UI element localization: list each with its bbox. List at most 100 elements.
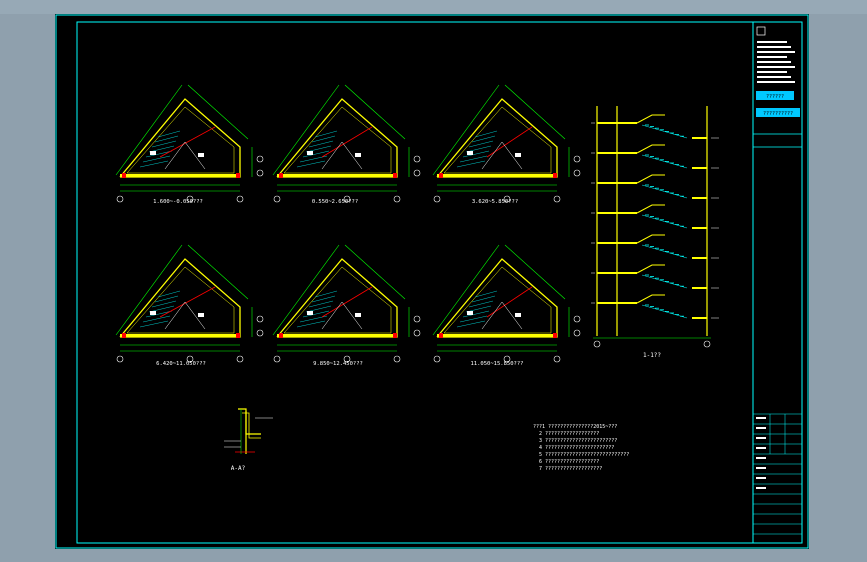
plan-wall xyxy=(119,98,241,178)
axis-bubble xyxy=(186,355,194,363)
axis-bubble xyxy=(343,195,351,203)
axis-bubble xyxy=(116,195,124,203)
company-logo xyxy=(756,26,766,36)
plan-stair-tread xyxy=(459,155,488,163)
plan-column xyxy=(553,333,557,338)
viewport-top-strip xyxy=(0,0,867,14)
plan-room-tag xyxy=(355,153,361,157)
note-item: 3 ???????????????????????? xyxy=(539,438,617,444)
plan-room-tag xyxy=(467,311,473,315)
plan-stair-tread xyxy=(142,315,171,323)
axis-bubble xyxy=(573,329,581,337)
plan-stair-tread xyxy=(308,300,334,308)
plan-stair-tread xyxy=(314,290,338,298)
plan-stair-tread xyxy=(296,160,326,168)
axis-bubble xyxy=(503,355,511,363)
plan-stair-tread xyxy=(456,320,486,328)
plan-column xyxy=(236,333,240,338)
axis-bubble xyxy=(413,315,421,323)
title-block-text-line xyxy=(757,61,791,63)
plan-section-line xyxy=(159,126,216,158)
note-item: 2 ?????????????????? xyxy=(539,431,599,437)
plan-handrail xyxy=(164,301,186,330)
section-flight xyxy=(636,204,665,214)
plan-stair-tread xyxy=(311,295,336,303)
plan-wall-inner xyxy=(126,266,235,334)
section-flight xyxy=(636,174,665,184)
plan-stair-tread xyxy=(154,135,179,143)
plan-stair-tread xyxy=(296,320,326,328)
plan-stair-tread xyxy=(145,310,173,318)
plan-slab xyxy=(120,174,240,177)
plan-slab xyxy=(437,334,557,337)
plan-dimension-diagonal xyxy=(504,244,566,300)
plan-stair-tread xyxy=(308,140,334,148)
title-block-cell-text xyxy=(756,447,766,449)
plan-wall xyxy=(276,258,398,338)
plan-handrail xyxy=(341,301,363,330)
title-block-cell-text xyxy=(756,487,766,489)
plan-dimension-diagonal xyxy=(115,84,183,176)
title-block-text-line xyxy=(757,51,795,53)
axis-bubble xyxy=(593,340,601,348)
plan-handrail xyxy=(341,141,363,170)
outer-frame xyxy=(55,14,809,549)
plan-wall xyxy=(436,258,558,338)
plan-stair-tread xyxy=(314,130,338,138)
drawing-sheet: ?????? ?????????? 1.600~-0.050??? 0.550~… xyxy=(55,14,809,549)
plan-slab xyxy=(277,174,397,177)
section-stringer xyxy=(641,244,688,259)
plan-room-tag xyxy=(150,311,156,315)
plan-column xyxy=(393,333,397,338)
note-item: 6 ?????????????????? xyxy=(539,459,599,465)
title-block-cell-text xyxy=(756,477,766,479)
plan-stair-tread xyxy=(154,295,179,303)
title-block-text-line xyxy=(757,56,787,58)
axis-bubble xyxy=(273,355,281,363)
plan-handrail xyxy=(501,141,523,170)
plan-room-tag xyxy=(150,151,156,155)
plan-stair-tread xyxy=(474,130,498,138)
title-block-text-line xyxy=(757,41,787,43)
axis-bubble xyxy=(573,315,581,323)
title-block-text-line xyxy=(757,46,791,48)
axis-bubble xyxy=(236,355,244,363)
plan-room-tag xyxy=(467,151,473,155)
plan-slab xyxy=(277,334,397,337)
plan-wall xyxy=(436,98,558,178)
plan-stair-tread xyxy=(157,130,181,138)
project-name-label: ?????? xyxy=(766,94,784,100)
title-block-cell-text xyxy=(756,437,766,439)
stair-section-1-1 xyxy=(591,106,719,348)
plan-stair-tread xyxy=(311,135,336,143)
stair-plan-5 xyxy=(272,244,421,363)
stair-plan-3 xyxy=(432,84,581,203)
plan-wall xyxy=(119,258,241,338)
section-stringer xyxy=(641,214,688,229)
plan-stair-tread xyxy=(142,155,171,163)
plan-stair-tread xyxy=(302,150,330,158)
plan-title-5: 9.850~12.450??? xyxy=(313,361,363,367)
axis-bubble xyxy=(573,169,581,177)
stair-plan-2 xyxy=(272,84,421,203)
axis-bubble xyxy=(393,195,401,203)
axis-bubble xyxy=(413,329,421,337)
plan-column xyxy=(439,333,443,338)
plan-handrail xyxy=(481,301,503,330)
plan-room-tag xyxy=(355,313,361,317)
plan-handrail xyxy=(501,301,523,330)
plan-dimension-diagonal xyxy=(344,244,406,300)
drawing-name-label: ?????????? xyxy=(763,111,793,117)
detail-title: A-A? xyxy=(231,465,246,472)
plan-stair-tread xyxy=(151,140,177,148)
plan-handrail xyxy=(184,301,206,330)
plan-section-line xyxy=(159,286,216,318)
general-notes: ???1 ???????????????2015~??? 2 ?????????… xyxy=(533,424,629,472)
plan-column xyxy=(279,333,283,338)
plan-section-line xyxy=(321,126,373,158)
title-block-text-line xyxy=(757,76,791,78)
axis-bubble xyxy=(116,355,124,363)
plan-column xyxy=(122,333,126,338)
plan-stair-tread xyxy=(462,310,490,318)
